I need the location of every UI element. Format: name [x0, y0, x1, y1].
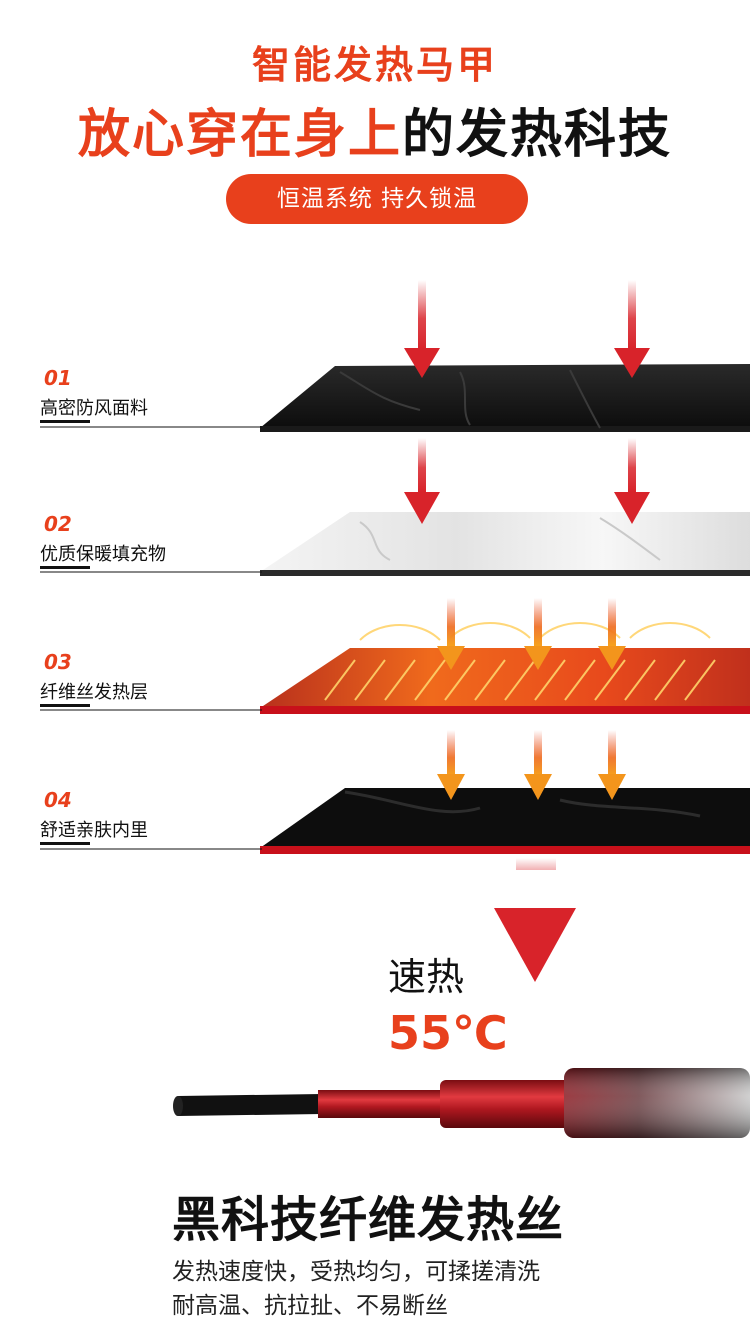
big-heat-arrow — [516, 858, 556, 870]
title-rest: 的发热科技 — [402, 105, 673, 165]
layer-4-name: 舒适亲肤内里 — [40, 820, 148, 841]
heat-arrow — [437, 730, 465, 800]
layer-3-name: 纤维丝发热层 — [40, 682, 148, 703]
layer-filler — [260, 512, 750, 576]
layer-1-underline — [40, 420, 90, 423]
layer-diagram — [40, 280, 750, 870]
heat-arrow — [614, 280, 650, 378]
heat-arrow — [524, 730, 552, 800]
heat-arrow — [404, 438, 440, 524]
layer-3-number: 03 — [44, 650, 72, 674]
heat-arrow — [437, 598, 465, 670]
speed-label: 速热 — [388, 955, 465, 999]
layer-fabric — [260, 364, 750, 432]
heat-arrow — [598, 730, 626, 800]
layer-2-underline — [40, 566, 90, 569]
title-highlight: 放心穿在身上 — [77, 105, 402, 165]
bottom-description-line-1: 发热速度快，受热均匀，可揉搓清洗 — [172, 1259, 540, 1285]
header-title: 放心穿在身上的发热科技 — [0, 92, 750, 167]
layer-2-number: 02 — [44, 512, 72, 536]
layer-heating — [260, 622, 750, 714]
heat-arrow — [614, 438, 650, 524]
layer-1-number: 01 — [44, 366, 72, 390]
heat-arrow — [524, 598, 552, 670]
bottom-description-line-2: 耐高温、抗拉扯、不易断丝 — [172, 1293, 448, 1319]
header-subtitle: 智能发热马甲 — [251, 43, 498, 87]
big-arrow-head — [494, 908, 576, 982]
bottom-title: 黑科技纤维发热丝 — [172, 1192, 565, 1248]
heat-arrow — [404, 280, 440, 378]
layer-lining — [260, 788, 750, 854]
layer-4-underline — [40, 842, 90, 845]
heating-wire-image — [173, 1068, 750, 1138]
layer-2-name: 优质保暖填充物 — [40, 544, 166, 565]
layer-1-name: 高密防风面料 — [40, 398, 148, 419]
layer-4-number: 04 — [44, 788, 72, 812]
layer-3-underline — [40, 704, 90, 707]
heat-arrow — [598, 598, 626, 670]
speed-temperature: 55℃ — [388, 1006, 508, 1060]
feature-pill: 恒温系统 持久锁温 — [226, 174, 528, 224]
